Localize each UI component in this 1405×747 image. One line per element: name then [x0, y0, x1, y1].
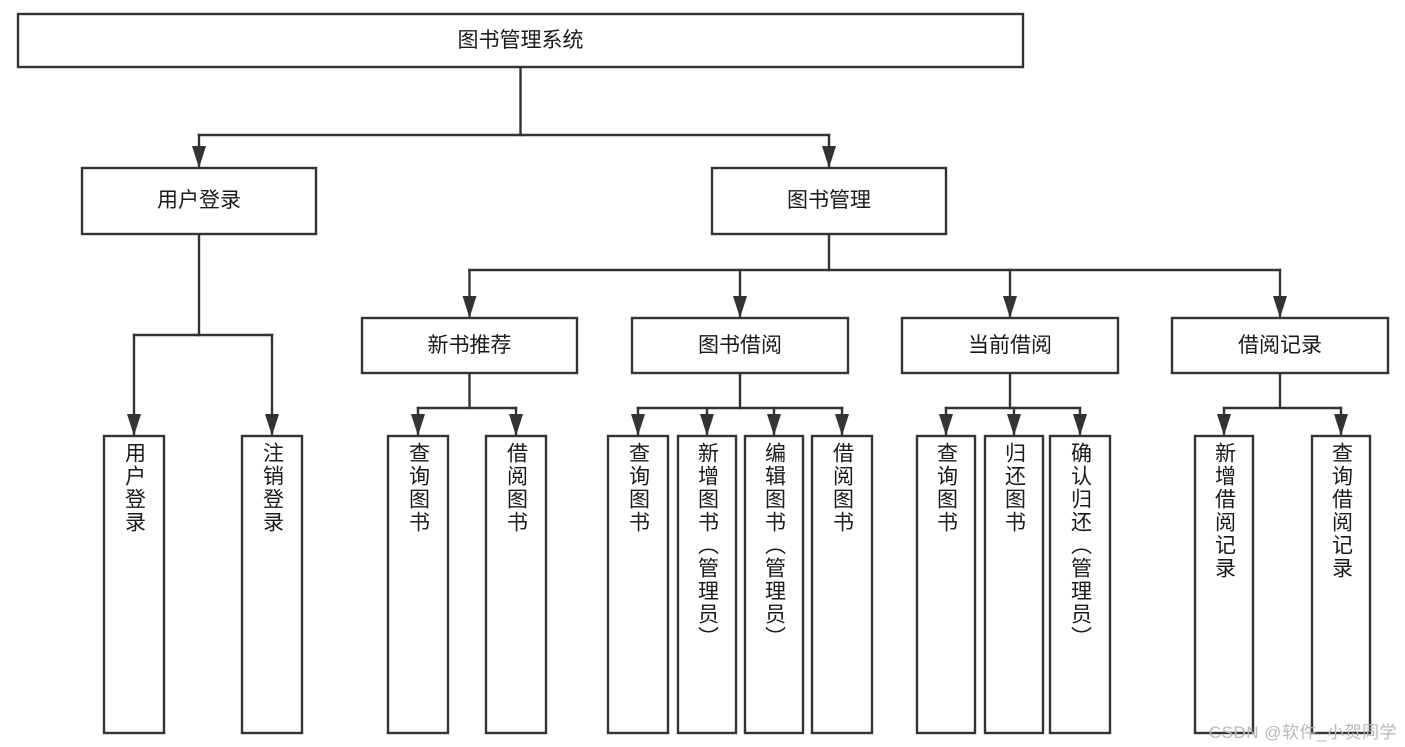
node-box-borrow-record — [1170, 316, 1390, 375]
node-box-leaf-query-book-rec — [386, 434, 450, 735]
node-box-leaf-borrow-book-rec — [484, 434, 548, 735]
arrow-head-leaf-query-borrow-record — [1334, 414, 1348, 436]
edges-layer — [127, 65, 1348, 438]
node-box-leaf-add-borrow-record — [1193, 434, 1255, 735]
node-box-leaf-user-login — [102, 434, 166, 735]
arrow-head-leaf-query-book-borrow — [631, 414, 645, 436]
node-box-leaf-borrow-book — [810, 434, 874, 735]
node-box-new-book-rec — [360, 316, 579, 375]
arrow-head-current-borrow — [1003, 296, 1017, 318]
node-box-root — [16, 12, 1025, 69]
node-box-leaf-query-book-current — [915, 434, 977, 735]
arrow-head-new-book-rec — [462, 296, 477, 318]
arrow-head-leaf-borrow-book — [835, 414, 849, 436]
arrow-head-borrow-record — [1273, 296, 1287, 318]
node-box-leaf-add-book — [676, 434, 738, 735]
arrow-head-user-login — [192, 146, 206, 168]
node-box-leaf-query-borrow-record — [1310, 434, 1372, 735]
arrow-head-leaf-confirm-return — [1073, 414, 1087, 436]
node-box-leaf-query-book-borrow — [606, 434, 670, 735]
arrow-head-book-borrow — [733, 296, 747, 318]
arrow-head-leaf-user-login — [127, 414, 141, 436]
node-box-leaf-return-book — [983, 434, 1045, 735]
node-box-current-borrow — [900, 316, 1120, 375]
arrow-head-leaf-return-book — [1007, 414, 1021, 436]
arrow-head-leaf-query-book-current — [939, 414, 953, 436]
node-box-leaf-edit-book — [743, 434, 805, 735]
arrow-head-leaf-add-book — [700, 414, 714, 436]
arrow-head-leaf-user-logout — [265, 414, 279, 436]
node-box-book-borrow — [630, 316, 850, 375]
node-box-book-mgmt — [710, 166, 948, 236]
arrow-head-leaf-add-borrow-record — [1217, 414, 1231, 436]
node-box-user-login — [80, 166, 318, 236]
boxes-layer — [16, 12, 1390, 735]
arrow-head-leaf-borrow-book-rec — [509, 414, 523, 436]
arrow-head-leaf-query-book-rec — [411, 414, 425, 436]
node-box-leaf-user-logout — [240, 434, 304, 735]
arrow-head-book-mgmt — [822, 146, 836, 168]
watermark-text: CSDN @软件_小贺同学 — [1208, 723, 1397, 742]
node-box-leaf-confirm-return — [1048, 434, 1112, 735]
arrow-head-leaf-edit-book — [767, 414, 781, 436]
